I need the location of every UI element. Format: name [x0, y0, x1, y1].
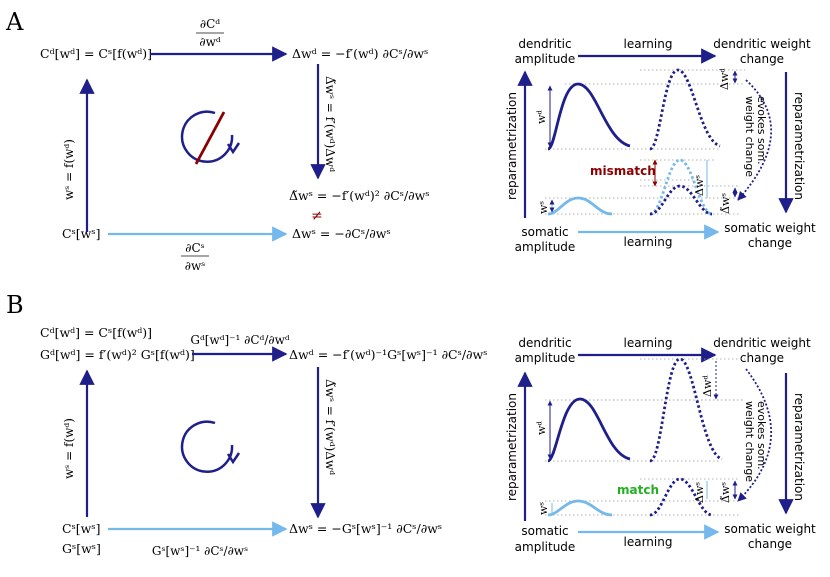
evokes-label-2: weight change: [743, 401, 756, 482]
eq-delta-ws: Δwˢ = −∂Cˢ/∂wˢ: [292, 226, 391, 241]
somatic-curve: [547, 196, 613, 216]
somatic-amplitude-1: somatic: [521, 225, 568, 239]
somatic-weight-change-2: change: [748, 236, 792, 250]
commute-cycle-icon: [180, 420, 234, 473]
top-arrow-label: Gᵈ[wᵈ]⁻¹ ∂Cᵈ/∂wᵈ: [190, 333, 289, 347]
status-match: match: [617, 483, 659, 497]
somatic-curve-evoked: [649, 477, 713, 517]
cycle-arrowhead-icon: [226, 142, 241, 155]
evokes-label-2: weight change: [743, 96, 756, 177]
somatic-weight-change-1: somatic weight: [724, 221, 816, 235]
reparam-right-label: reparametrization: [792, 92, 806, 200]
somatic-curve: [547, 499, 613, 517]
bottom-arrow-num: ∂Cˢ: [185, 241, 204, 255]
learning-bottom-label: learning: [624, 535, 673, 549]
noncommute-cycle-icon: [180, 110, 234, 163]
eq-gs-ws: Gˢ[wˢ]: [62, 541, 101, 556]
dendritic-amplitude-2: amplitude: [515, 351, 576, 365]
label-ws: wˢ: [537, 201, 550, 214]
somatic-amplitude-1: somatic: [521, 524, 568, 538]
somatic-weight-change-1: somatic weight: [724, 522, 816, 536]
eq-ws-fwd: wˢ = f(wᵈ): [62, 418, 76, 479]
label-dws: Δwˢ: [693, 482, 706, 503]
panel-a-svg: A Cᵈ[wᵈ] = Cˢ[f(wᵈ)] ∂Cᵈ ∂wᵈ Δwᵈ = −f′(w…: [5, 8, 816, 273]
dendritic-weight-change-1: dendritic weight: [713, 336, 811, 350]
panel-b: B Cᵈ[wᵈ] = Cˢ[f(wᵈ)] Gᵈ[wᵈ] = f′(wᵈ)² Gˢ…: [0, 289, 830, 577]
label-ws: wˢ: [537, 502, 550, 515]
panel-a-letter: A: [5, 8, 24, 36]
dendritic-amplitude-1: dendritic: [518, 336, 571, 350]
reparam-left-label: reparametrization: [505, 92, 519, 200]
dendritic-weight-change-1: dendritic weight: [713, 37, 811, 51]
eq-cd-wd: Cᵈ[wᵈ] = Cˢ[f(wᵈ)]: [40, 325, 152, 340]
learning-top-label: learning: [624, 336, 673, 350]
label-dtws: Δ̃wˢ: [719, 193, 732, 214]
eq-tilde-ws-full: Δ̃wˢ = −f′(wᵈ)² ∂Cˢ/∂wˢ: [289, 188, 430, 203]
dendritic-curve: [546, 82, 631, 151]
dendritic-weight-change-2: change: [740, 351, 784, 365]
dendritic-amplitude-2: amplitude: [515, 52, 576, 66]
learning-bottom-label: learning: [624, 235, 673, 249]
eq-gd-wd: Gᵈ[wᵈ] = f′(wᵈ)² Gˢ[f(wᵈ)]: [40, 347, 195, 362]
dendritic-weight-change-2: change: [740, 52, 784, 66]
eq-delta-wd: Δwᵈ = −f′(wᵈ)⁻¹Gˢ[wˢ]⁻¹ ∂Cˢ/∂wˢ: [289, 347, 487, 362]
bottom-arrow-den: ∂wˢ: [185, 259, 206, 273]
top-arrow-den: ∂wᵈ: [199, 35, 220, 49]
label-wd: wᵈ: [535, 421, 548, 435]
somatic-curve-evoked: [649, 184, 713, 216]
evokes-arrow: [737, 79, 773, 201]
eq-cs-ws: Cˢ[wˢ]: [62, 226, 100, 241]
cycle-arrowhead-icon: [226, 452, 241, 465]
label-dwd: Δwᵈ: [701, 375, 714, 397]
panel-a: A Cᵈ[wᵈ] = Cˢ[f(wᵈ)] ∂Cᵈ ∂wᵈ Δwᵈ = −f′(w…: [0, 0, 830, 288]
bottom-arrow-label: Gˢ[wˢ]⁻¹ ∂Cˢ/∂wˢ: [152, 544, 248, 558]
somatic-curve-expected: [649, 158, 713, 216]
label-dtws: Δ̃wˢ: [719, 482, 732, 503]
label-dwd: Δwᵈ: [718, 68, 731, 90]
dendritic-amplitude-1: dendritic: [518, 37, 571, 51]
eq-cs-ws: Cˢ[wˢ]: [62, 521, 100, 536]
eq-ws-fwd: wˢ = f(wᵈ): [62, 139, 76, 200]
panel-b-letter: B: [6, 291, 24, 319]
eq-delta-wd: Δwᵈ = −f′(wᵈ) ∂Cˢ/∂wˢ: [292, 46, 428, 61]
reparam-right-label: reparametrization: [792, 393, 806, 501]
dendritic-curve-updated: [649, 357, 723, 463]
evokes-label-1: evokes som.: [755, 401, 768, 470]
evokes-label-1: evokes som.: [755, 96, 768, 165]
top-arrow-num: ∂Cᵈ: [200, 17, 220, 31]
panel-b-svg: B Cᵈ[wᵈ] = Cˢ[f(wᵈ)] Gᵈ[wᵈ] = f′(wᵈ)² Gˢ…: [6, 291, 816, 558]
dendritic-curve-updated: [649, 68, 721, 151]
eq-delta-ws: Δwˢ = −Gˢ[wˢ]⁻¹ ∂Cˢ/∂wˢ: [289, 521, 442, 536]
neq-symbol: ≠: [311, 208, 323, 224]
label-wd: wᵈ: [535, 110, 548, 124]
eq-cd-wd: Cᵈ[wᵈ] = Cˢ[f(wᵈ)]: [40, 46, 152, 61]
somatic-amplitude-2: amplitude: [515, 240, 576, 254]
label-dws: Δwˢ: [693, 175, 706, 196]
cycle-slash-icon: [194, 111, 226, 165]
somatic-amplitude-2: amplitude: [515, 540, 576, 554]
dendritic-curve: [547, 397, 631, 463]
eq-tilde-ws: Δ̃wˢ = f′(wᵈ)Δwᵈ: [323, 76, 337, 172]
somatic-weight-change-2: change: [748, 537, 792, 551]
evokes-arrow: [737, 368, 773, 502]
status-mismatch: mismatch: [590, 164, 656, 178]
eq-tilde-ws: Δ̃wˢ = f′(wᵈ)Δwᵈ: [323, 379, 337, 475]
reparam-left-label: reparametrization: [505, 393, 519, 501]
guide-lines: [545, 69, 745, 215]
learning-top-label: learning: [624, 37, 673, 51]
